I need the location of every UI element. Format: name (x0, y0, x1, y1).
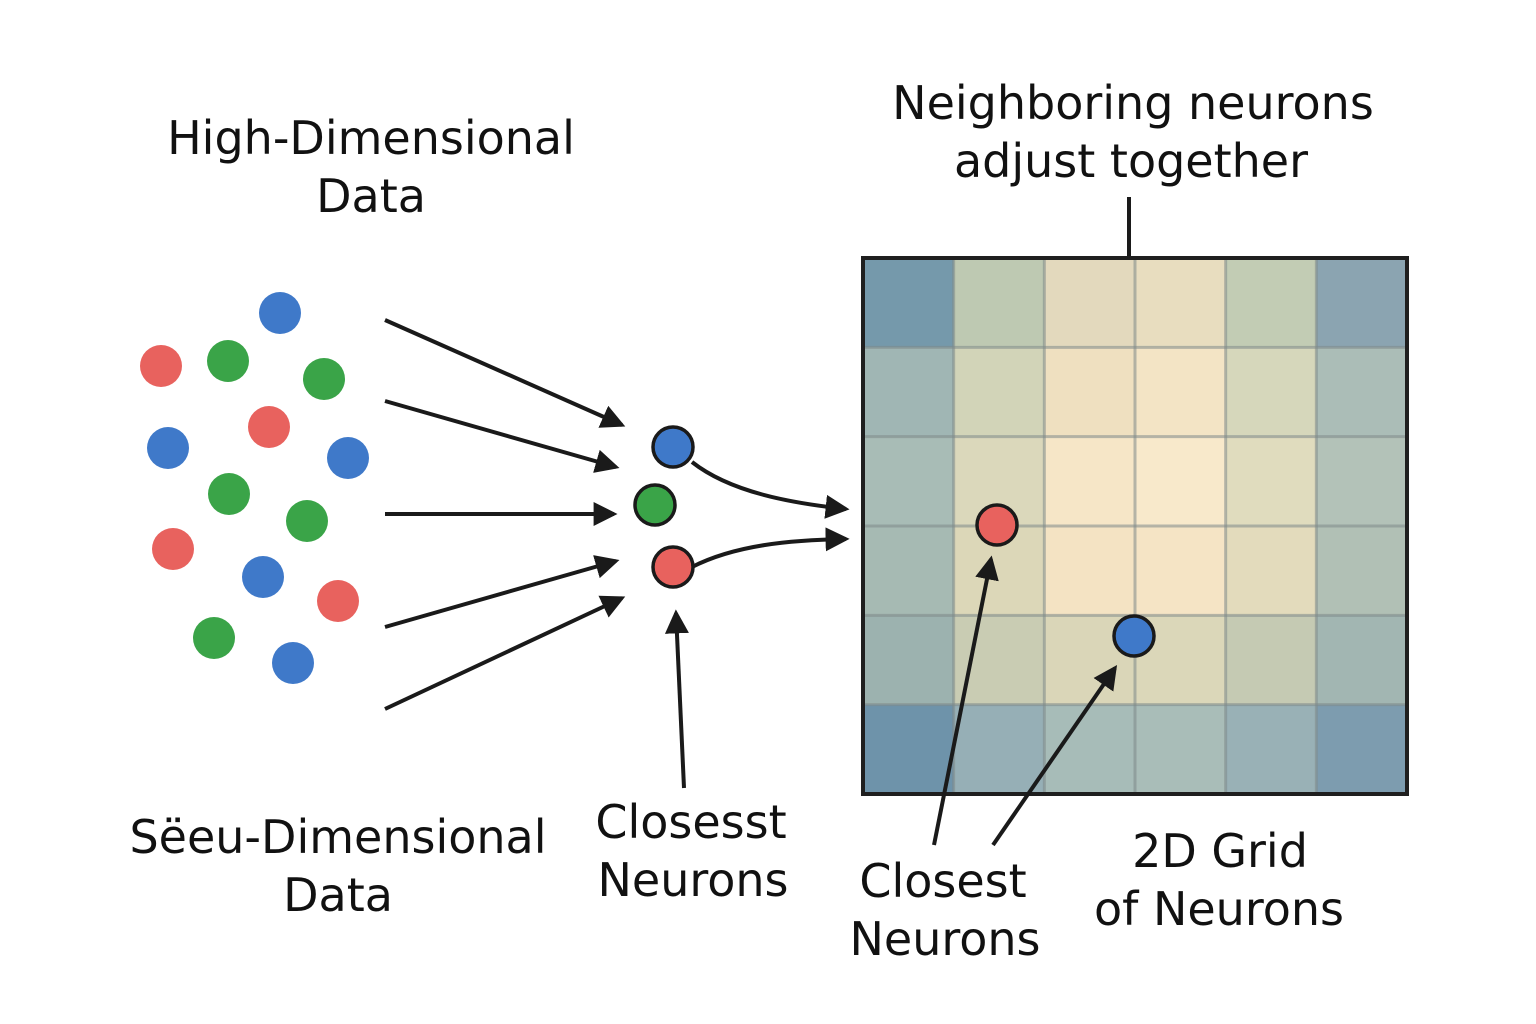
arrow-2 (384, 399, 620, 473)
grid-label-line2: of Neurons (1094, 882, 1344, 936)
grid-cell (863, 436, 955, 527)
grid-cell (1316, 615, 1408, 706)
neuron-grid (861, 256, 1409, 796)
neighboring-label-line2: adjust together (954, 134, 1308, 188)
grid-cell (1044, 347, 1136, 438)
data-point-blue (327, 437, 369, 479)
curve-arrow-blue (690, 460, 850, 519)
grid-cell (863, 704, 955, 795)
neighboring-label-line1: Neighboring neurons (892, 76, 1374, 130)
grid-cell (953, 615, 1045, 706)
grid-cell (1135, 347, 1227, 438)
grid-cell (863, 347, 955, 438)
data-point-blue (147, 427, 189, 469)
data-point-green (193, 617, 235, 659)
closest-neurons-right-line1: Closest (859, 854, 1026, 908)
grid-cell (1225, 615, 1317, 706)
arrow-closest-right-blue (991, 665, 1118, 847)
grid-cell (1225, 526, 1317, 616)
grid-cell (1316, 258, 1408, 348)
grid-cell (1044, 258, 1136, 348)
grid-label-line1: 2D Grid (1132, 824, 1308, 878)
grid-cell (1225, 347, 1317, 438)
grid-cell (1135, 436, 1227, 527)
high-dim-label-line2: Data (316, 169, 426, 223)
data-point-blue (272, 642, 314, 684)
data-point-green (207, 340, 249, 382)
grid-cell (1316, 704, 1408, 795)
grid-cell (1135, 258, 1227, 348)
data-point-green (303, 358, 345, 400)
low-dim-label-line1: Sëeu-Dimensional (129, 810, 546, 864)
data-point-blue (259, 292, 301, 334)
high-dim-label-line1: High-Dimensional (167, 111, 575, 165)
grid-cell (863, 615, 955, 706)
data-point-red (317, 580, 359, 622)
arrow-1 (384, 318, 626, 428)
grid-cell (953, 704, 1045, 795)
grid-cell (1225, 704, 1317, 795)
data-point-red (152, 528, 194, 570)
grid-cell (953, 347, 1045, 438)
arrow-closest-right-red (932, 555, 999, 846)
grid-neuron-blue (1112, 614, 1156, 658)
low-dim-label-line2: Data (283, 868, 393, 922)
closest-neurons-mid-line2: Neurons (597, 853, 788, 907)
input-arrows (384, 318, 626, 711)
data-point-blue (242, 556, 284, 598)
grid-cell (863, 526, 955, 616)
arrow-4 (384, 555, 620, 629)
grid-cell (1135, 526, 1227, 616)
grid-cell (1316, 526, 1408, 616)
arrow-closest-mid (664, 609, 689, 789)
arrow-5 (384, 595, 626, 711)
data-point-green (208, 473, 250, 515)
selected-neuron-green (633, 483, 677, 527)
grid-cell (1225, 436, 1317, 527)
grid-cell (1316, 347, 1408, 438)
closest-neurons-right-line2: Neurons (849, 912, 1040, 966)
selected-neurons (633, 425, 695, 589)
selected-neuron-red (651, 545, 695, 589)
data-point-green (286, 500, 328, 542)
data-point-red (248, 406, 290, 448)
grid-cell (863, 258, 955, 348)
grid-border (861, 256, 1409, 796)
closest-neurons-mid-line1: Closesst (595, 795, 786, 849)
grid-cell (1135, 704, 1227, 795)
grid-cell (953, 258, 1045, 348)
grid-cell (1044, 526, 1136, 616)
selected-neuron-blue (651, 425, 695, 469)
data-point-red (140, 345, 182, 387)
grid-cell (1316, 436, 1408, 527)
data-points-cluster (140, 292, 369, 684)
grid-cell (1225, 258, 1317, 348)
grid-cell (1044, 436, 1136, 527)
grid-neuron-red (975, 503, 1019, 547)
curve-arrow-red (691, 527, 850, 569)
